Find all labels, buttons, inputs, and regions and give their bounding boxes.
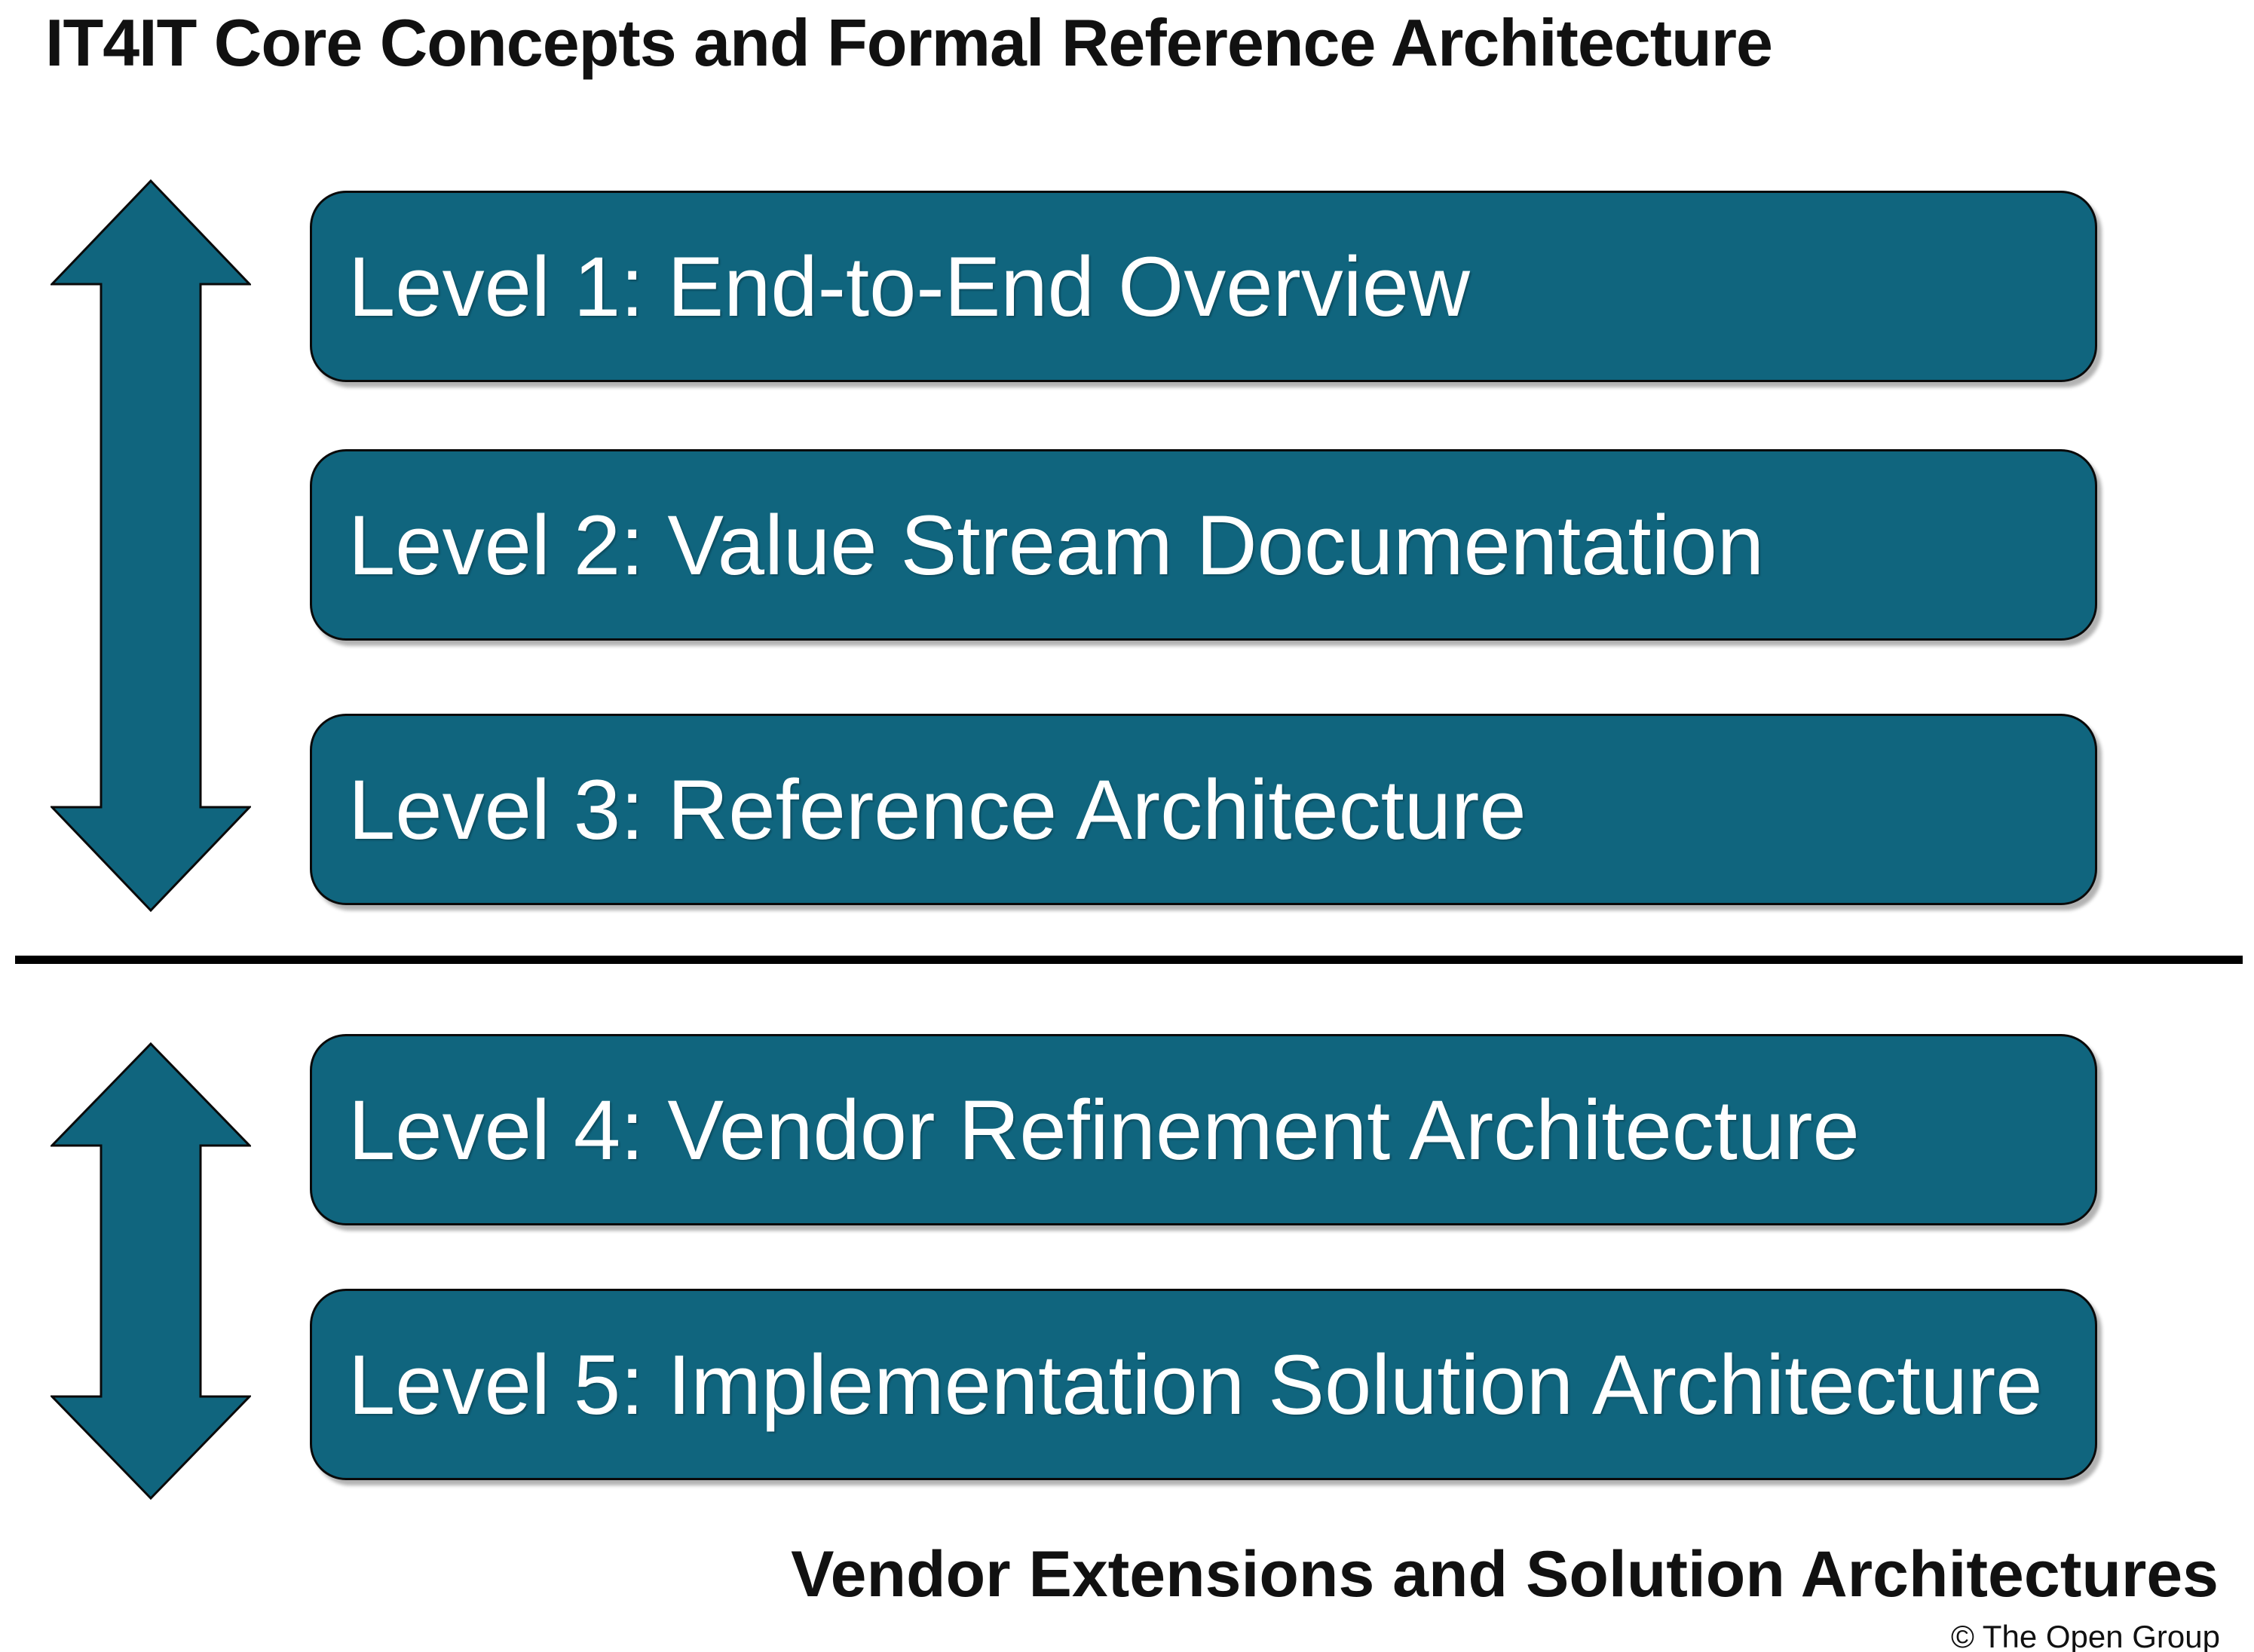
footer-caption: Vendor Extensions and Solution Architect…: [791, 1538, 2219, 1611]
level-box-5: Level 5: Implementation Solution Archite…: [310, 1289, 2097, 1480]
up-down-arrow-icon: [51, 179, 251, 912]
level-label-4: Level 4: Vendor Refinement Architecture: [348, 1082, 1860, 1177]
level-label-3: Level 3: Reference Architecture: [348, 762, 1527, 857]
level-label-2: Level 2: Value Stream Documentation: [348, 497, 1765, 592]
level-box-2: Level 2: Value Stream Documentation: [310, 449, 2097, 641]
level-label-1: Level 1: End-to-End Overview: [348, 239, 1470, 334]
level-box-4: Level 4: Vendor Refinement Architecture: [310, 1034, 2097, 1225]
divider-line: [15, 956, 2243, 964]
copyright-text: © The Open Group: [1950, 1619, 2220, 1652]
level-box-3: Level 3: Reference Architecture: [310, 714, 2097, 905]
level-box-1: Level 1: End-to-End Overview: [310, 191, 2097, 382]
up-down-arrow-icon: [51, 1042, 251, 1500]
page-title: IT4IT Core Concepts and Formal Reference…: [45, 5, 1773, 80]
level-label-5: Level 5: Implementation Solution Archite…: [348, 1337, 2043, 1432]
